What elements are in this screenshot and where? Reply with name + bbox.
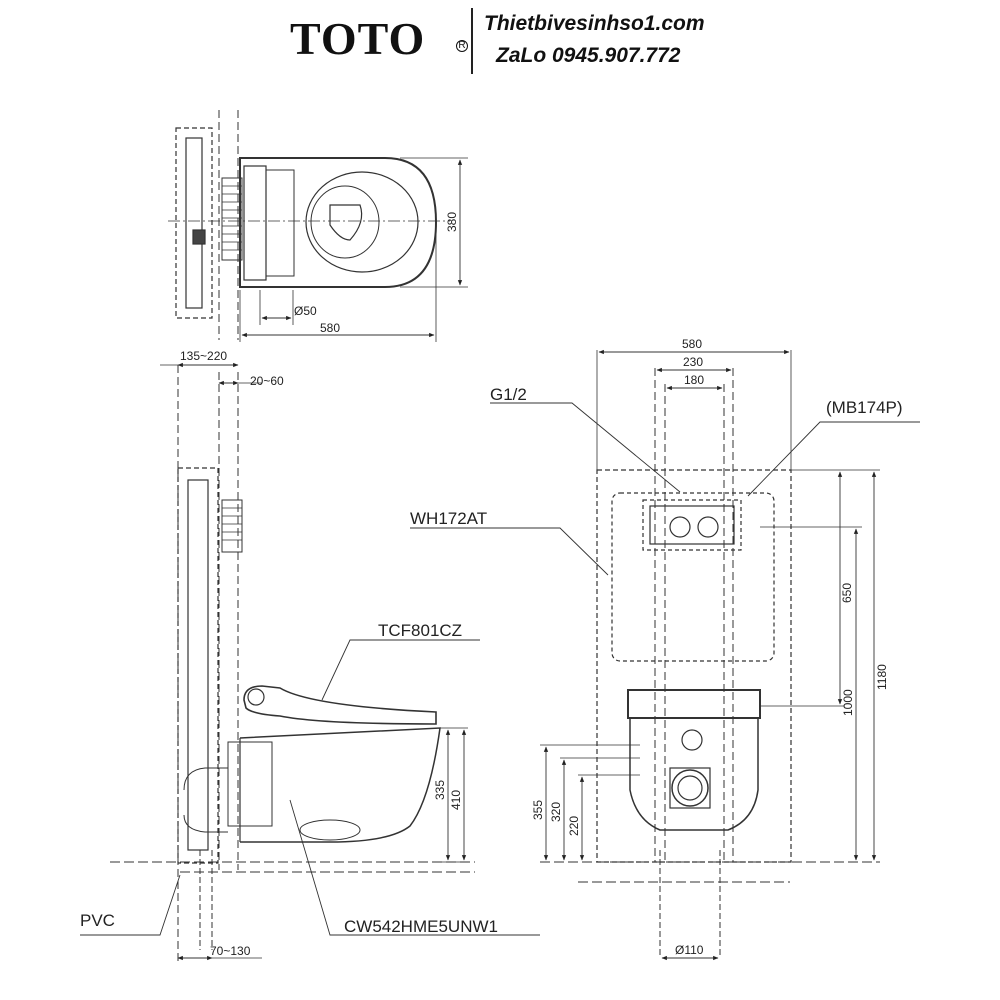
website-text: Thietbivesinhso1.com xyxy=(484,12,705,35)
dim-650: 650 xyxy=(840,583,854,603)
toto-logo: TOTO xyxy=(290,13,426,64)
dim-1000: 1000 xyxy=(841,689,855,716)
label-water-inlet: G1/2 xyxy=(490,385,527,404)
label-frame-model: WH172AT xyxy=(410,509,487,528)
label-pvc: PVC xyxy=(80,911,115,930)
dim-wall-range: 135~220 xyxy=(180,349,227,363)
front-view xyxy=(410,349,920,961)
side-view xyxy=(80,362,540,962)
label-seat-model: TCF801CZ xyxy=(378,621,462,640)
registered-mark: R xyxy=(456,40,468,52)
dim-220: 220 xyxy=(567,816,581,836)
dim-top-depth: 380 xyxy=(445,212,459,232)
dim-320: 320 xyxy=(549,802,563,822)
dim-pipe-diameter: Ø50 xyxy=(294,304,317,318)
header: TOTO R Thietbivesinhso1.com ZaLo 0945.90… xyxy=(0,0,1000,90)
dim-335: 335 xyxy=(433,780,447,800)
dim-355: 355 xyxy=(531,800,545,820)
dim-230: 230 xyxy=(683,355,703,369)
dim-offset: 20~60 xyxy=(250,374,284,388)
top-view xyxy=(168,110,468,342)
header-divider xyxy=(471,8,473,74)
dim-drain-diameter: Ø110 xyxy=(675,943,704,957)
dim-1180: 1180 xyxy=(875,664,889,690)
dim-410: 410 xyxy=(449,790,463,810)
dim-top-width: 580 xyxy=(320,321,340,335)
dim-floor-range: 70~130 xyxy=(210,944,251,958)
dim-180: 180 xyxy=(684,373,704,387)
label-bowl-model: CW542HME5UNW1 xyxy=(344,917,498,936)
dim-frame-width: 580 xyxy=(682,337,702,351)
phone-text: ZaLo 0945.907.772 xyxy=(496,44,681,67)
label-flush-plate: (MB174P) xyxy=(826,398,903,417)
